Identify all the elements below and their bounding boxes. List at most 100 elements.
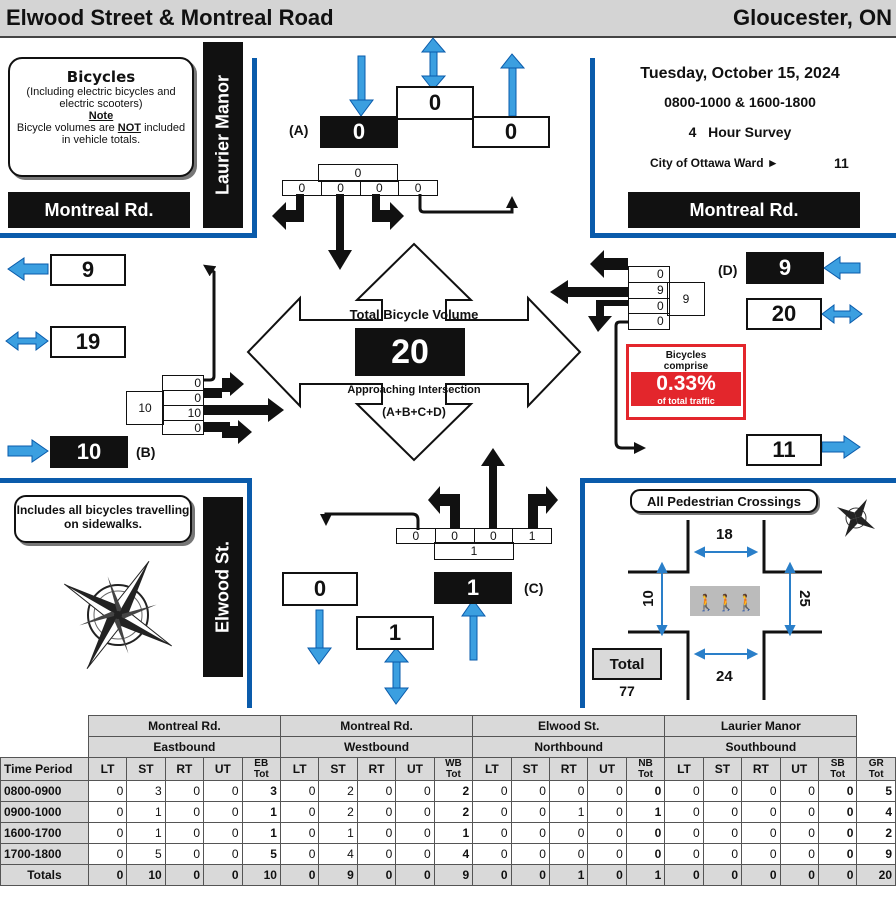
table-cell: 0 [396,823,434,844]
column-header: RT [165,758,203,781]
west-uturn-arrow [203,268,214,380]
table-cell: 3 [242,781,280,802]
svg-text:🚶🚶🚶: 🚶🚶🚶 [696,593,756,612]
table-cell: 0 [703,802,741,823]
table-cell: 0 [742,781,780,802]
south-label: (C) [524,580,543,596]
ped-title: All Pedestrian Crossings [630,489,818,513]
table-cell: 0 [88,802,126,823]
table-cell: 1 [319,823,357,844]
group-road-sb: Laurier Manor [665,716,857,737]
north-turn-lt: 0 [283,181,322,195]
north-turn-rt: 0 [361,181,400,195]
bicycle-share-box: Bicycles comprise 0.33% of total traffic [626,344,746,420]
table-header-row: Time PeriodLTSTRTUTEB TotLTSTRTUTWB TotL… [1,758,896,781]
ped-east-count: 25 [796,590,813,607]
table-cell: 0 [780,844,818,865]
north-turn-ut: 0 [399,181,437,195]
east-depart-count: 11 [746,434,822,466]
share-line1: Bicycles [629,350,743,361]
south-turn-sum: 1 [434,542,514,560]
column-header: GR Tot [857,758,896,781]
south-approach-count: 1 [434,572,512,604]
column-header: UT [204,758,242,781]
table-cell: 0 [204,844,242,865]
table-cell: 1 [626,865,664,886]
group-road-nb: Elwood St. [473,716,665,737]
table-cell: 3 [127,781,165,802]
north-total-count: 0 [396,86,474,120]
table-cell: 0 [165,781,203,802]
west-turn-rt: 0 [163,421,203,435]
table-cell: 1 [434,823,472,844]
column-header: EB Tot [242,758,280,781]
group-dir-eb: Eastbound [88,737,280,758]
table-cell: 1 [242,823,280,844]
table-cell: 0 [780,823,818,844]
table-cell: 0 [357,823,395,844]
table-cell: 0 [665,844,703,865]
table-cell: 0 [473,823,511,844]
south-turn-rt: 1 [513,529,551,543]
table-dir-row: Eastbound Westbound Northbound Southboun… [1,737,896,758]
table-cell: 0 [280,865,318,886]
table-cell: 10 [127,865,165,886]
north-approach-arrow [350,56,373,116]
table-cell: 0 [665,823,703,844]
column-header: LT [88,758,126,781]
table-cell: 0 [818,802,856,823]
table-cell: 0 [818,781,856,802]
east-approach-count: 9 [746,252,824,284]
south-turn-st: 0 [475,529,514,543]
row-label: 1600-1700 [1,823,89,844]
table-cell: 0 [780,802,818,823]
table-cell: 0 [549,823,587,844]
table-cell: 2 [319,802,357,823]
west-turn-arrows [203,372,284,444]
table-cell: 0 [88,781,126,802]
group-dir-nb: Northbound [473,737,665,758]
table-cell: 0 [511,823,549,844]
table-cell: 5 [127,844,165,865]
table-cell: 0 [396,781,434,802]
center-subtitle: Approaching Intersection [330,384,498,396]
table-cell: 0 [396,844,434,865]
column-header: LT [473,758,511,781]
table-cell: 0 [204,781,242,802]
table-cell: 0 [742,823,780,844]
north-turn-arrows [272,194,404,270]
west-turn-sum: 10 [126,391,164,425]
ped-total-label: Total [592,648,662,680]
table-cell: 0 [280,823,318,844]
north-depart-count: 0 [472,116,550,148]
east-turn-counts: 0 9 0 0 [628,266,670,330]
north-total-arrow [422,38,445,90]
south-depart-count: 0 [282,572,358,606]
south-total-arrow [385,648,408,704]
table-cell: 1 [127,802,165,823]
table-cell: 0 [473,865,511,886]
table-cell: 0 [165,802,203,823]
ped-total-count: 77 [592,683,662,699]
table-cell: 5 [242,844,280,865]
table-cell: 0 [703,823,741,844]
west-label: (B) [136,444,155,460]
volume-table: Montreal Rd. Montreal Rd. Elwood St. Lau… [0,715,896,886]
east-turn-sum: 9 [667,282,705,316]
west-turn-ut: 0 [163,376,203,391]
south-turn-lt: 0 [436,529,475,543]
table-cell: 0 [665,802,703,823]
center-total: 20 [355,328,465,376]
center-formula: (A+B+C+D) [330,405,498,419]
compass-rose-icon [60,557,175,672]
table-cell: 9 [857,844,896,865]
group-dir-wb: Westbound [280,737,472,758]
row-label: Totals [1,865,89,886]
ped-west-count: 10 [640,590,657,607]
east-total-count: 20 [746,298,822,330]
north-turn-counts: 0 0 0 0 [282,180,438,196]
table-cell: 0 [357,844,395,865]
table-cell: 1 [549,802,587,823]
south-approach-arrow [462,600,485,660]
